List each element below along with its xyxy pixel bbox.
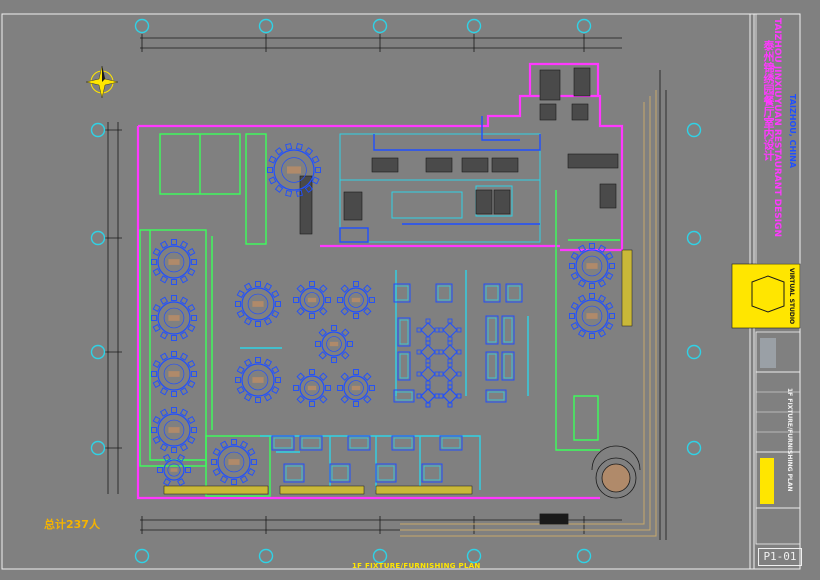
round-table-icon <box>293 369 331 407</box>
booth-icon <box>299 435 323 451</box>
booth-icon <box>421 463 443 483</box>
booth-icon <box>397 351 411 381</box>
project-name-en: TAIZHOU JINXIUYUAN RESTAURANT DESIGN <box>772 18 782 237</box>
round-table-icon <box>151 239 197 285</box>
booth-seating <box>271 283 523 483</box>
grid-bubble-icon <box>90 122 106 138</box>
grid-bubble-icon <box>258 18 274 34</box>
studio-name: VIRTUAL STUDIO <box>788 268 795 325</box>
booth-icon <box>393 283 411 303</box>
round-table-icon <box>157 453 191 487</box>
square-table-icon <box>438 362 462 386</box>
grid-bubble-icon <box>90 344 106 360</box>
grid-bubble-icon <box>134 18 150 34</box>
project-name-cn: 泰州锦绣园餐厅室内设计 <box>762 40 775 161</box>
grid-bubble-icon <box>90 440 106 456</box>
drawing-title-block: 1F FIXTURE/FURNISHING PLAN <box>786 388 793 492</box>
round-table-icon <box>315 325 353 363</box>
grid-bubble-icon <box>576 18 592 34</box>
entry-planters <box>163 249 633 495</box>
square-table-icon <box>416 362 440 386</box>
grid-bubble-icon <box>466 548 482 564</box>
grid-bubble-icon <box>372 548 388 564</box>
square-table-icon <box>416 340 440 364</box>
round-table-icon <box>267 143 321 197</box>
entrance-vestibule <box>539 445 641 525</box>
square-table-icon <box>438 340 462 364</box>
dining-dividers <box>240 270 529 490</box>
square-table-icon <box>416 318 440 342</box>
total-capacity-label: 总计237人 <box>44 518 100 531</box>
round-tables <box>151 143 615 487</box>
kitchen-zone <box>339 133 541 243</box>
round-table-icon <box>235 281 281 327</box>
round-table-icon <box>235 357 281 403</box>
grid-bubble-icon <box>372 18 388 34</box>
kitchen-counters <box>339 116 541 243</box>
booth-icon <box>397 317 411 347</box>
booth-icon <box>283 463 305 483</box>
round-table-icon <box>293 281 331 319</box>
studio-logo-block <box>731 263 801 329</box>
grid-bubble-icon <box>258 548 274 564</box>
booth-icon <box>505 283 523 303</box>
booth-icon <box>393 389 415 403</box>
grid-bubble-icon <box>686 122 702 138</box>
kitchen-equipment <box>299 67 619 235</box>
grid-bubble-icon <box>466 18 482 34</box>
booth-icon <box>375 463 397 483</box>
grid-bubble-icon <box>576 548 592 564</box>
booth-icon <box>391 435 415 451</box>
north-arrow-icon <box>85 65 119 99</box>
booth-icon <box>501 315 515 345</box>
booth-icon <box>435 283 453 303</box>
grid-bubbles <box>90 18 702 564</box>
booth-icon <box>485 351 499 381</box>
round-table-icon <box>569 243 615 289</box>
property-lines <box>400 90 657 537</box>
drawing-title: 1F FIXTURE/FURNISHING PLAN <box>352 562 481 570</box>
round-table-icon <box>569 293 615 339</box>
grid-bubble-icon <box>90 230 106 246</box>
booth-icon <box>271 435 295 451</box>
round-table-icon <box>211 439 257 485</box>
grid-bubble-icon <box>686 230 702 246</box>
booth-icon <box>329 463 351 483</box>
square-table-icon <box>438 318 462 342</box>
grid-bubble-icon <box>134 548 150 564</box>
round-table-icon <box>151 295 197 341</box>
sheet-number: P1-01 <box>758 548 802 566</box>
title-block <box>731 13 801 545</box>
interior-partitions <box>139 133 620 497</box>
booth-icon <box>347 435 371 451</box>
booth-icon <box>485 315 499 345</box>
square-table-icon <box>438 384 462 408</box>
booth-icon <box>485 389 507 403</box>
booth-icon <box>439 435 463 451</box>
round-table-icon <box>151 351 197 397</box>
exterior-walls <box>136 62 624 500</box>
grid-bubble-icon <box>686 440 702 456</box>
round-table-icon <box>337 369 375 407</box>
grid-bubble-icon <box>686 344 702 360</box>
booth-icon <box>483 283 501 303</box>
round-table-icon <box>337 281 375 319</box>
square-tables <box>416 318 462 408</box>
square-table-icon <box>416 384 440 408</box>
round-table-icon <box>151 407 197 453</box>
booth-icon <box>501 351 515 381</box>
title-logo-icon <box>751 275 785 313</box>
project-location: TAIZHOU, CHINA <box>788 94 797 169</box>
